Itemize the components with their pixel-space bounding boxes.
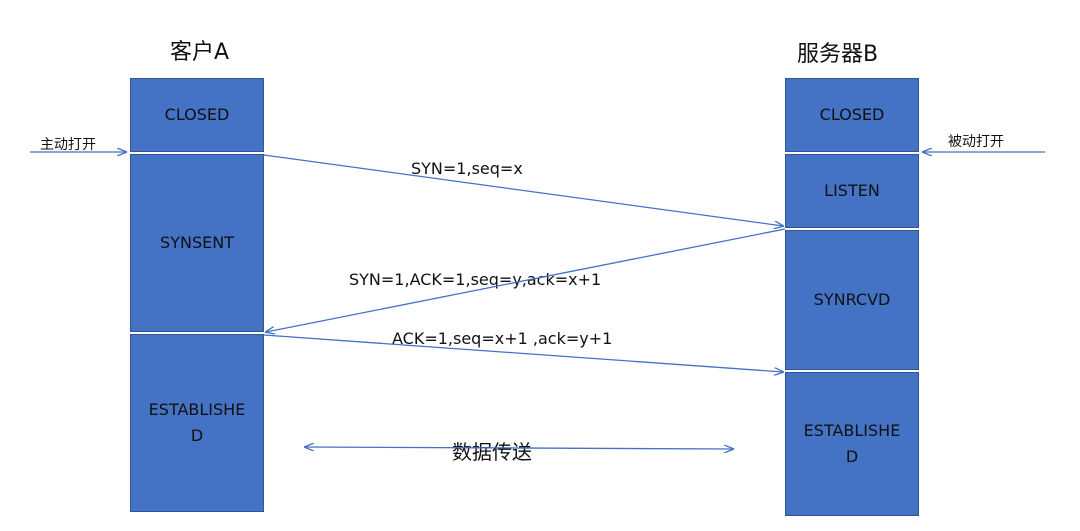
server-state-established: ESTABLISHE D bbox=[785, 372, 919, 516]
client-state-synsent: SYNSENT bbox=[130, 154, 264, 332]
data-transfer-arrow bbox=[305, 447, 733, 449]
active-open-label: 主动打开 bbox=[40, 137, 96, 153]
syn-ack-message-label: SYN=1,ACK=1,seq=y,ack=x+1 bbox=[349, 270, 602, 289]
ack-arrow bbox=[263, 334, 783, 372]
server-state-listen: LISTEN bbox=[785, 154, 919, 228]
client-title: 客户A bbox=[170, 40, 230, 65]
client-state-established: ESTABLISHE D bbox=[130, 334, 264, 512]
server-title: 服务器B bbox=[797, 42, 879, 67]
server-state-synrcvd: SYNRCVD bbox=[785, 230, 919, 370]
ack-message-label: ACK=1,seq=x+1 ,ack=y+1 bbox=[392, 329, 613, 348]
passive-open-label: 被动打开 bbox=[948, 134, 1004, 150]
syn-message-label: SYN=1,seq=x bbox=[411, 159, 523, 178]
client-state-closed: CLOSED bbox=[130, 78, 264, 152]
syn-arrow bbox=[263, 154, 783, 226]
syn-ack-arrow bbox=[266, 228, 786, 332]
server-state-closed: CLOSED bbox=[785, 78, 919, 152]
